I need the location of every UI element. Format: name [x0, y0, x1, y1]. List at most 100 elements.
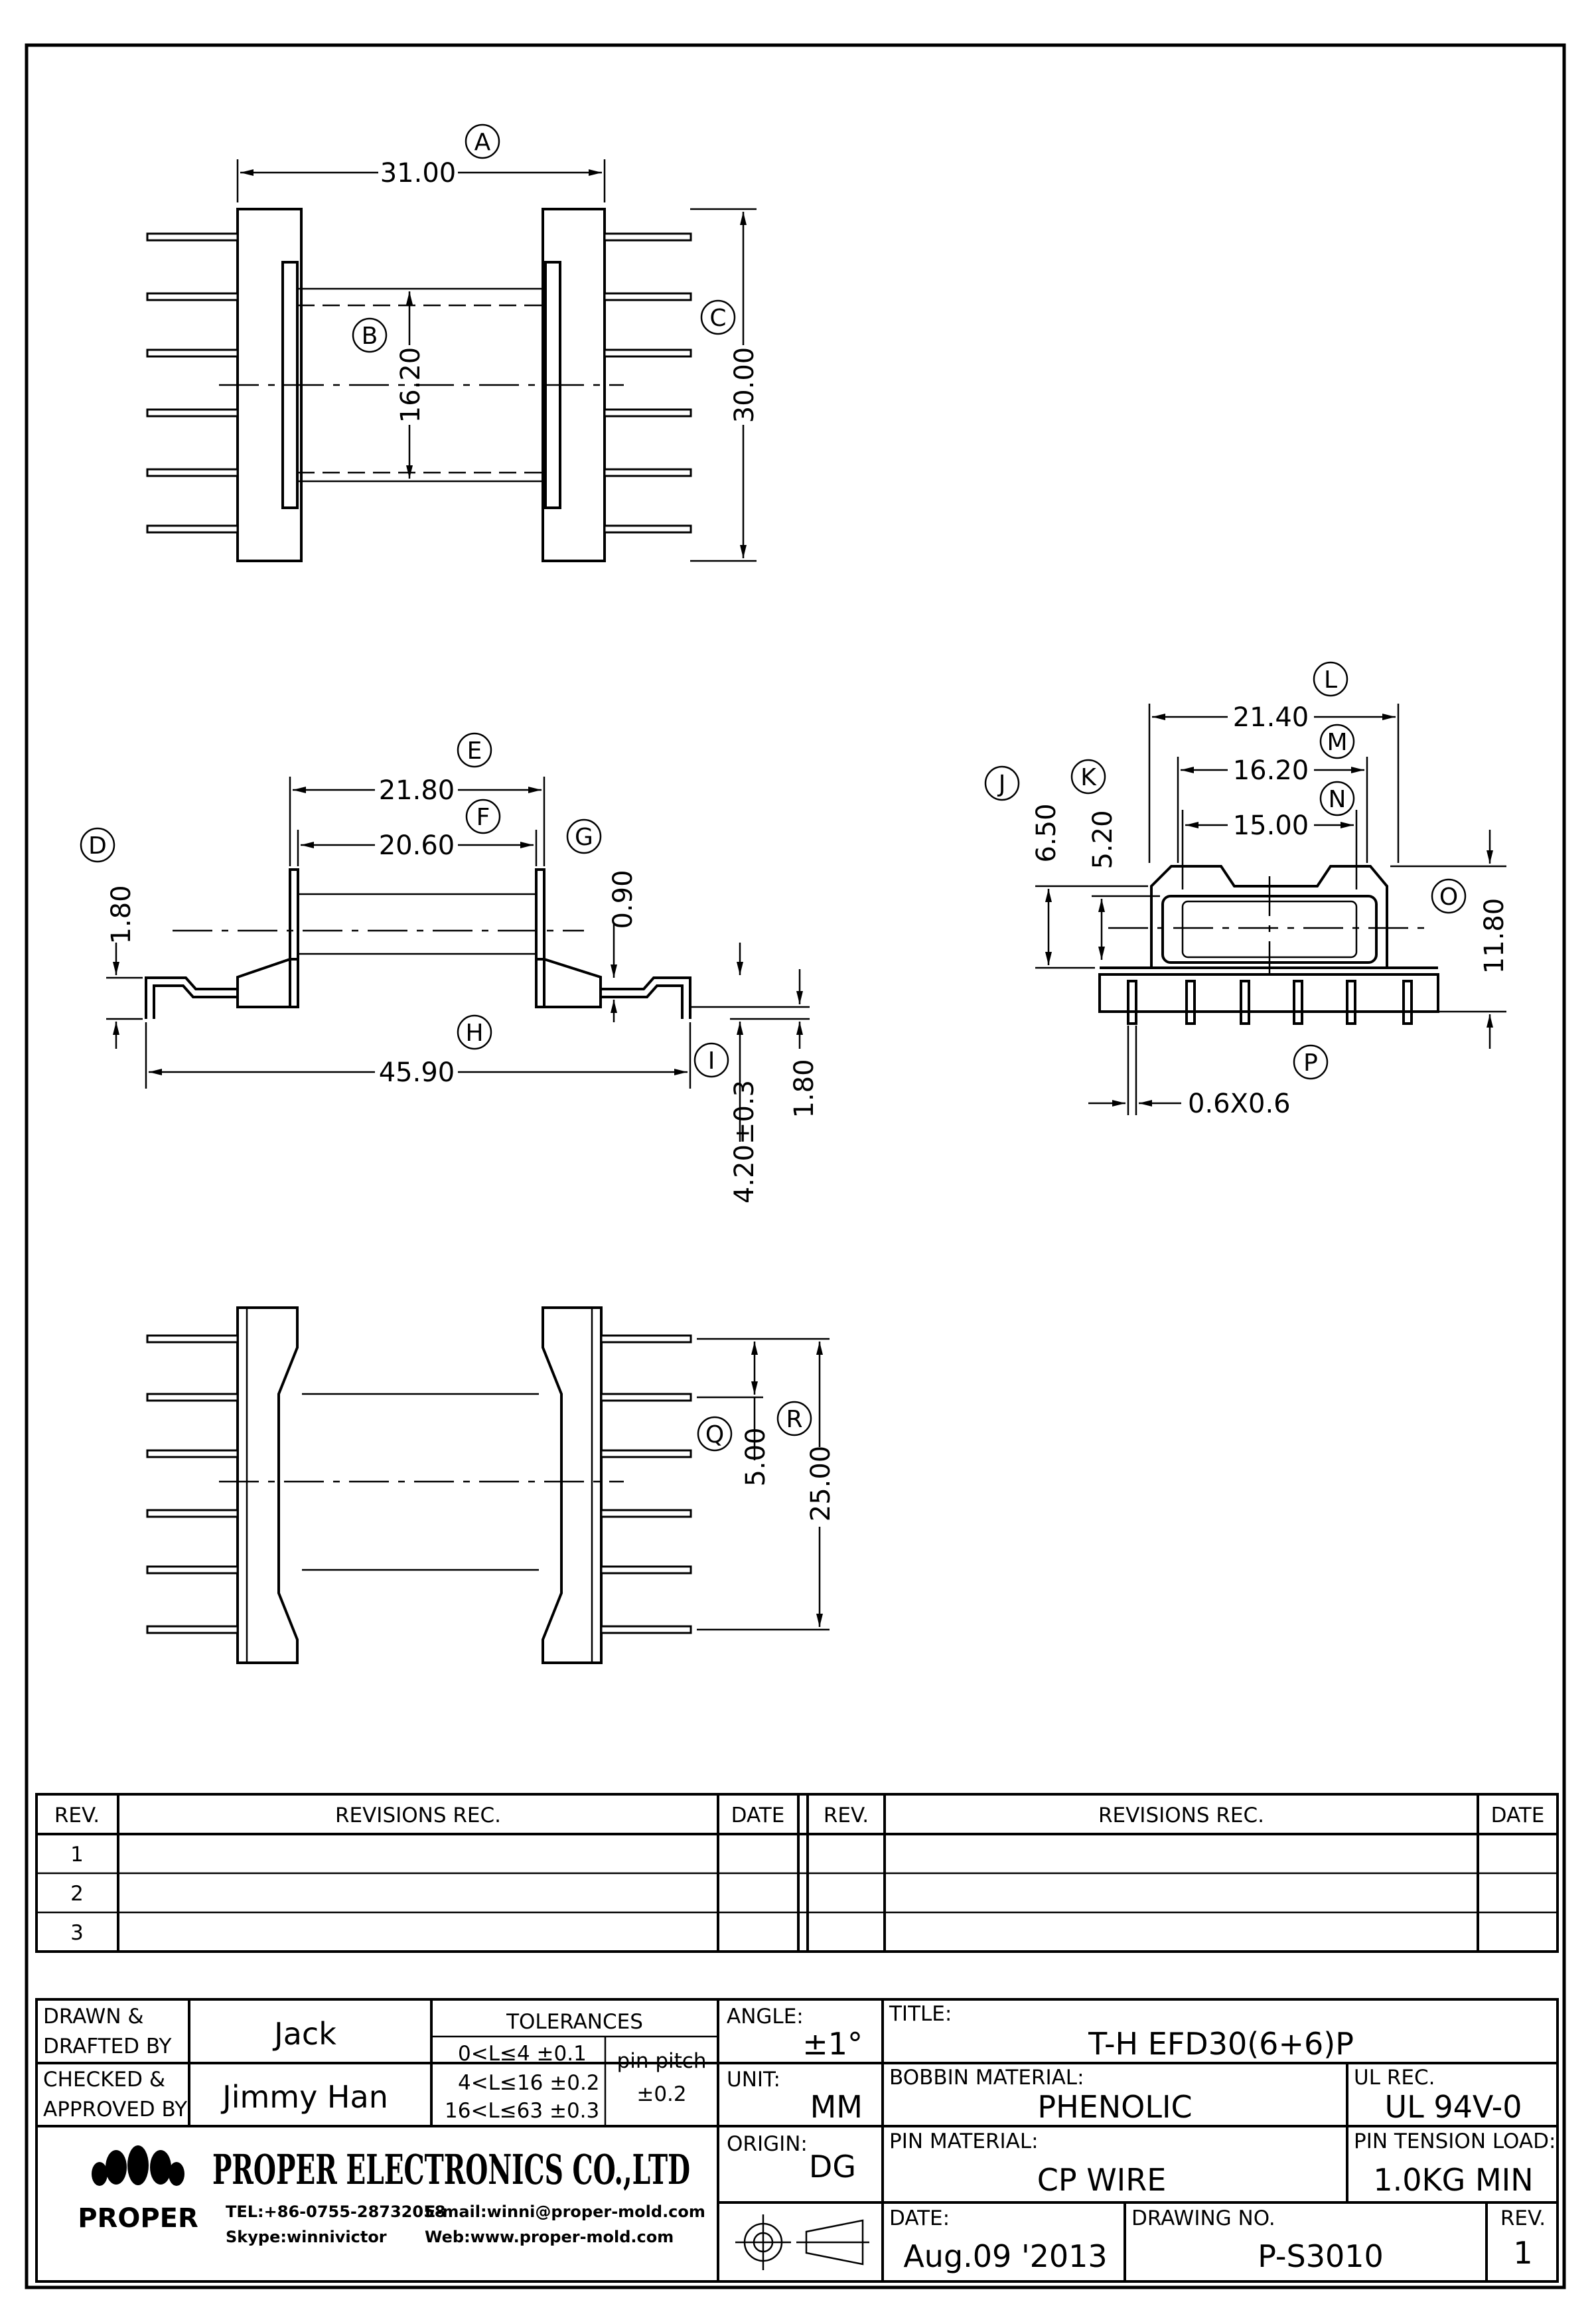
company-skype: Skype:winnivictor [226, 2228, 387, 2246]
dim-F-label: F [476, 804, 490, 831]
dim-M-label: M [1327, 729, 1347, 756]
bottom-view-pins-right [600, 1334, 692, 1634]
dim-Q-value: 5.00 [741, 1427, 771, 1486]
rev-value: 1 [1513, 2235, 1532, 2271]
company-web: Web:www.proper-mold.com [425, 2228, 674, 2246]
dim-C-label: C [709, 305, 726, 332]
dim-O-label: O [1439, 884, 1458, 911]
drawn-label-2: DRAFTED BY [43, 2035, 171, 2058]
bobbin-material-value: PHENOLIC [1037, 2089, 1192, 2125]
top-view-pins-left [146, 232, 239, 534]
logo-text: PROPER [78, 2203, 198, 2234]
company-email: E-mail:winni@proper-mold.com [425, 2202, 705, 2221]
dim-O-value: 11.80 [1479, 898, 1510, 974]
rev-header-right: REV. [824, 1804, 869, 1827]
revisions-table: REV. REVISIONS REC. DATE REV. REVISIONS … [35, 1793, 1559, 1953]
ul-rec-label: UL REC. [1354, 2066, 1435, 2090]
rev-label: REV. [1500, 2206, 1546, 2230]
top-view: 31.00 A 16.20 B 30.00 C [146, 123, 760, 562]
pin-material-label: PIN MATERIAL: [889, 2129, 1039, 2153]
dim-L-label: L [1324, 666, 1337, 694]
dim-M-value: 16.20 [1233, 755, 1309, 786]
dim-R-label: R [786, 1406, 802, 1433]
dim-E-label: E [467, 737, 482, 765]
dim-R-value: 25.00 [806, 1446, 836, 1522]
dim-G-label: G [575, 824, 593, 851]
company-logo: PROPER [78, 2145, 198, 2234]
title-value: T-H EFD30(6+6)P [1088, 2026, 1354, 2062]
dim-I-label: I [708, 1047, 715, 1075]
rec-header-right: REVISIONS REC. [1098, 1804, 1264, 1827]
dim-H-label: H [465, 1020, 483, 1047]
pin-material-value: CP WIRE [1037, 2162, 1167, 2198]
rev-row-3: 3 [70, 1921, 84, 1945]
dim-C-value: 30.00 [729, 347, 760, 424]
dim-I-value-1: 4.20±0.3 [729, 1080, 760, 1203]
dim-D-label: D [88, 832, 107, 860]
dim-B-label: B [362, 323, 378, 350]
pin-pitch-value: ±0.2 [636, 2082, 686, 2106]
dim-A-label: A [474, 129, 491, 156]
tolerances-title: TOLERANCES [506, 2010, 643, 2034]
pin-tension-value: 1.0KG MIN [1373, 2162, 1533, 2198]
checked-label-2: APPROVED BY [43, 2098, 187, 2121]
drawn-value: Jack [272, 2016, 336, 2052]
drawn-label-1: DRAWN & [43, 2005, 144, 2029]
bobbin-material-label: BOBBIN MATERIAL: [889, 2066, 1084, 2090]
rev-row-2: 2 [70, 1882, 84, 1906]
angle-label: ANGLE: [727, 2005, 804, 2029]
unit-value: MM [810, 2089, 863, 2125]
checked-value: Jimmy Han [220, 2079, 388, 2115]
top-view-pins-right [603, 232, 692, 534]
projection-symbol-icon [735, 2214, 869, 2270]
dim-G-value: 0.90 [608, 870, 638, 929]
rec-header-left: REVISIONS REC. [335, 1804, 501, 1827]
dim-D-value: 1.80 [106, 885, 137, 944]
bottom-view: 5.00 Q 25.00 R [146, 1306, 836, 1664]
title-label: TITLE: [889, 2002, 952, 2026]
date-label: DATE: [889, 2206, 950, 2230]
end-view: 21.40 L 16.20 M 15.00 N J 6.50 K 5.20 O [984, 661, 1510, 1119]
tolerance-row-1: 0<L≤4 ±0.1 [458, 2042, 587, 2066]
side-view: 21.80 E 20.60 F G 0.90 D 1.80 45.90 H [80, 732, 820, 1203]
dim-I-value-2: 1.80 [789, 1059, 820, 1118]
tolerance-row-2: 4<L≤16 ±0.2 [458, 2071, 600, 2095]
rev-header-left: REV. [54, 1804, 100, 1827]
company-name: PROPER ELECTRONICS CO.,LTD [212, 2145, 690, 2194]
ul-rec-value: UL 94V-0 [1384, 2089, 1522, 2125]
dim-N-label: N [1329, 786, 1346, 813]
dim-L-value: 21.40 [1233, 702, 1309, 733]
dim-K-value: 5.20 [1088, 810, 1118, 869]
dim-P-value: 0.6X0.6 [1188, 1089, 1291, 1119]
dim-K-label: K [1080, 764, 1097, 791]
company-tel: TEL:+86-0755-28732058 [226, 2202, 445, 2221]
dim-P-label: P [1303, 1049, 1318, 1077]
rev-row-1: 1 [70, 1843, 84, 1867]
pin-pitch-label: pin pitch [617, 2049, 707, 2073]
dim-B-value: 16.20 [396, 347, 426, 424]
checked-label-1: CHECKED & [43, 2068, 165, 2092]
bottom-view-pins-left [146, 1334, 239, 1634]
tolerance-row-3: 16<L≤63 ±0.3 [445, 2099, 599, 2123]
dim-J-label: J [997, 771, 1006, 798]
dim-Q-label: Q [705, 1421, 724, 1448]
unit-label: UNIT: [727, 2068, 780, 2092]
drawing-frame [25, 43, 1566, 2289]
angle-value: ±1° [802, 2026, 863, 2062]
dim-N-value: 15.00 [1233, 810, 1309, 841]
origin-label: ORIGIN: [727, 2132, 808, 2156]
dim-J-value: 6.50 [1031, 803, 1062, 862]
end-view-pins [1127, 980, 1413, 1025]
origin-value: DG [809, 2149, 856, 2185]
pin-tension-label: PIN TENSION LOAD: [1354, 2129, 1556, 2153]
date-value: Aug.09 '2013 [903, 2238, 1107, 2274]
dim-F-value: 20.60 [379, 830, 455, 861]
drawing-no-label: DRAWING NO. [1131, 2206, 1275, 2230]
dim-E-value: 21.80 [379, 775, 455, 806]
drawing-no-value: P-S3010 [1258, 2238, 1384, 2274]
dim-H-value: 45.90 [379, 1057, 455, 1088]
date-header-right: DATE [1491, 1804, 1545, 1827]
dim-A-value: 31.00 [380, 158, 457, 189]
title-block: DRAWN & DRAFTED BY Jack CHECKED & APPROV… [35, 1998, 1559, 2283]
